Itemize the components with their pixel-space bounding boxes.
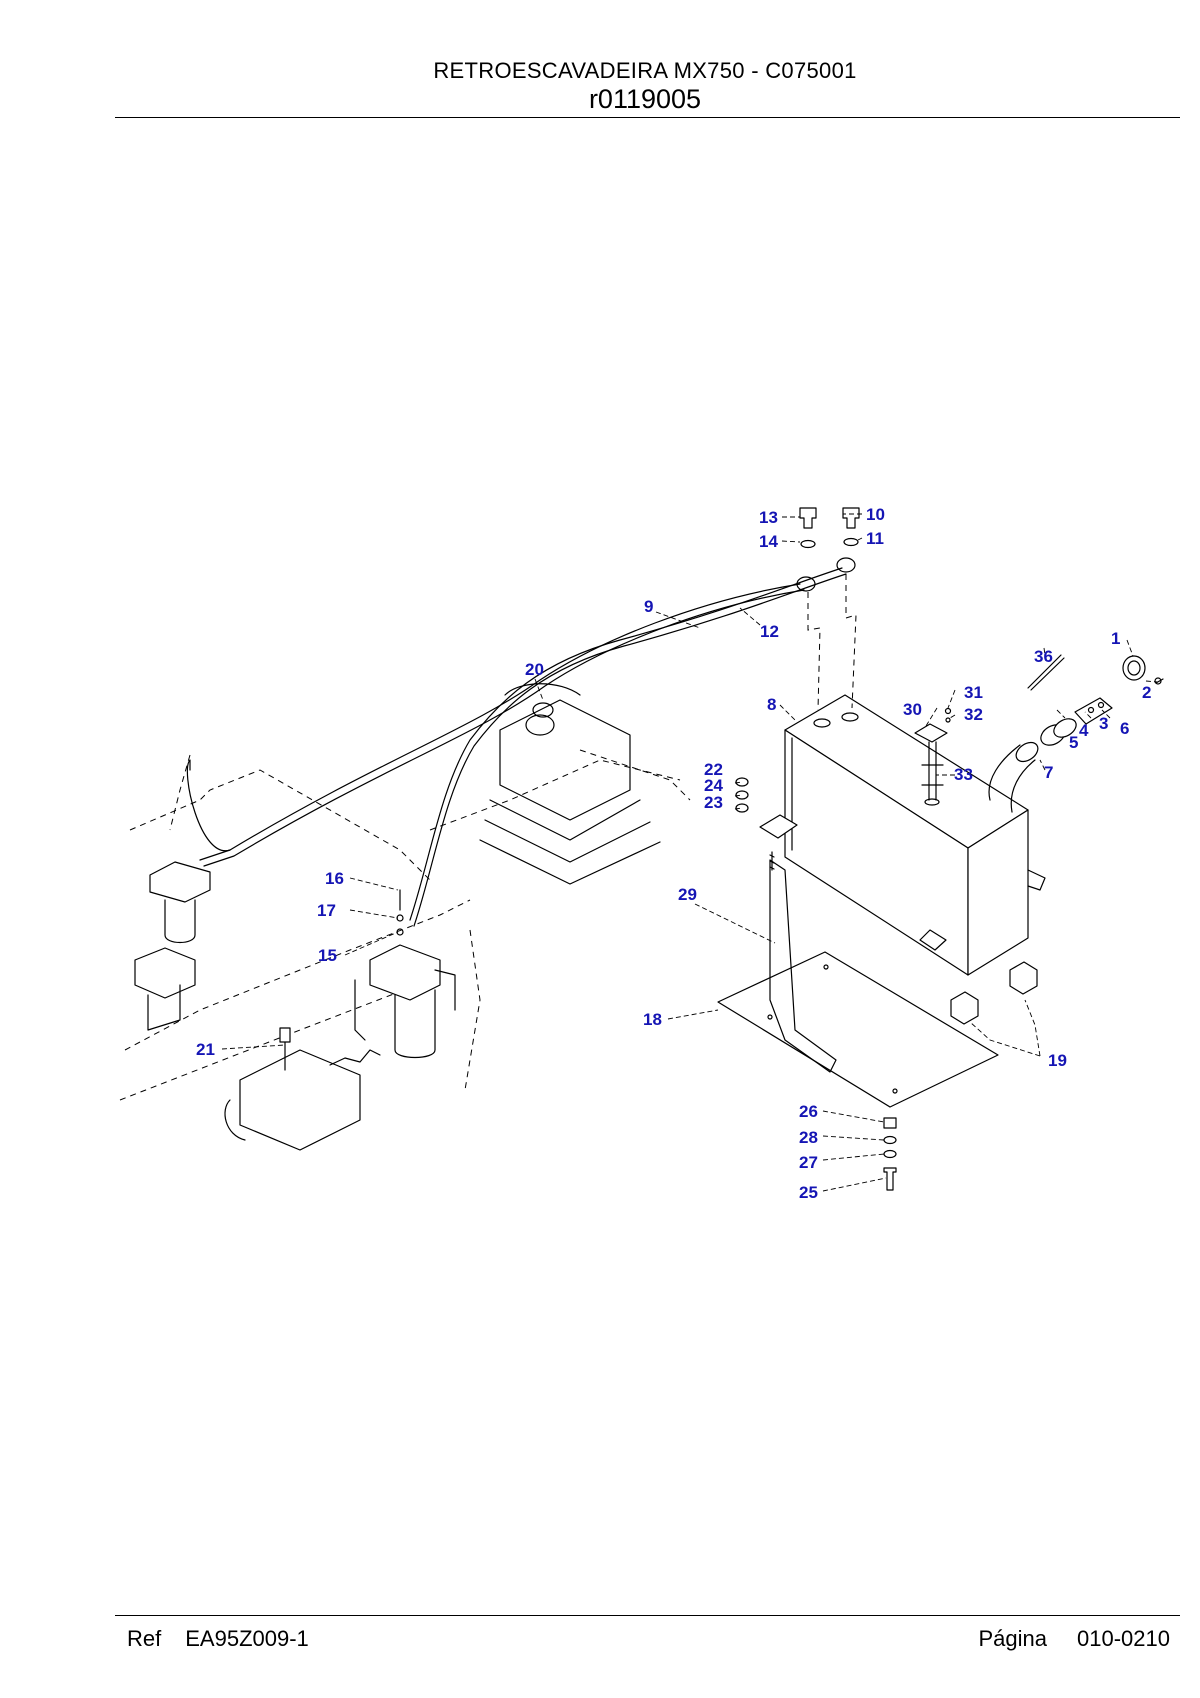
center-fuel-filter <box>354 944 456 1059</box>
rubber-pads <box>950 961 1038 1025</box>
callout-24: 24 <box>704 776 723 795</box>
filler-cap-assembly <box>1040 655 1164 746</box>
rod <box>1027 654 1065 691</box>
page-title: RETROESCAVADEIRA MX750 - C075001 <box>433 58 857 83</box>
callout-30: 30 <box>903 700 922 719</box>
callout-16: 16 <box>325 869 344 888</box>
callout-33: 33 <box>954 765 973 784</box>
leader-lines <box>221 513 1159 1192</box>
bolt-stack <box>883 1117 897 1191</box>
callout-7: 7 <box>1044 763 1053 782</box>
intake-block <box>479 683 661 885</box>
fuel-lines <box>186 567 847 927</box>
callout-17: 17 <box>317 901 336 920</box>
footer-divider <box>115 1615 1180 1616</box>
callout-22: 22 <box>704 760 723 779</box>
guide-line <box>845 574 857 709</box>
document-code: r0119005 <box>588 84 702 114</box>
callout-6: 6 <box>1120 719 1129 738</box>
nut-stack <box>735 777 749 813</box>
callout-18: 18 <box>643 1010 662 1029</box>
callout-12: 12 <box>760 622 779 641</box>
callout-28: 28 <box>799 1128 818 1147</box>
mounting-plate <box>717 951 999 1108</box>
callout-19: 19 <box>1048 1051 1067 1070</box>
callout-23: 23 <box>704 793 723 812</box>
callout-1: 1 <box>1111 629 1120 648</box>
filler-neck <box>988 741 1039 813</box>
footer-reference: Ref EA95Z009-1 <box>127 1626 309 1652</box>
callout-31: 31 <box>964 683 983 702</box>
callout-25: 25 <box>799 1183 818 1202</box>
callout-8: 8 <box>767 695 776 714</box>
banjo-bolts <box>796 507 860 592</box>
callout-26: 26 <box>799 1102 818 1121</box>
callout-10: 10 <box>866 505 885 524</box>
ref-label: Ref <box>127 1626 162 1651</box>
callout-21: 21 <box>196 1040 215 1059</box>
fuel-tank <box>784 694 1046 976</box>
footer-page-number: Página 010-0210 <box>979 1626 1171 1652</box>
callout-labels: 1 2 3 4 5 6 7 8 9 10 11 12 13 14 15 16 1… <box>196 505 1151 1202</box>
callout-2: 2 <box>1142 683 1151 702</box>
small-fittings <box>396 889 404 936</box>
callout-4: 4 <box>1079 721 1089 740</box>
tank-strap <box>759 814 837 1073</box>
page-label: Página <box>978 1626 1048 1651</box>
engine-frame <box>119 749 691 1101</box>
callout-20: 20 <box>525 660 544 679</box>
fuel-gauge-sender <box>914 707 952 806</box>
line-clamp <box>532 702 554 718</box>
callout-13: 13 <box>759 508 778 527</box>
guide-line <box>807 592 821 711</box>
header-divider <box>115 117 1180 118</box>
callout-5: 5 <box>1069 733 1078 752</box>
callout-3: 3 <box>1099 714 1108 733</box>
callout-14: 14 <box>759 532 778 551</box>
callout-32: 32 <box>964 705 983 724</box>
callout-11: 11 <box>866 529 884 548</box>
injection-pump <box>224 1027 381 1151</box>
callout-36: 36 <box>1034 647 1053 666</box>
callout-9: 9 <box>644 597 653 616</box>
ref-value: EA95Z009-1 <box>185 1626 309 1651</box>
callout-15: 15 <box>318 946 337 965</box>
page-value: 010-0210 <box>1077 1626 1170 1651</box>
callout-27: 27 <box>799 1153 818 1172</box>
callout-29: 29 <box>678 885 697 904</box>
left-fuel-filter <box>134 861 211 1031</box>
